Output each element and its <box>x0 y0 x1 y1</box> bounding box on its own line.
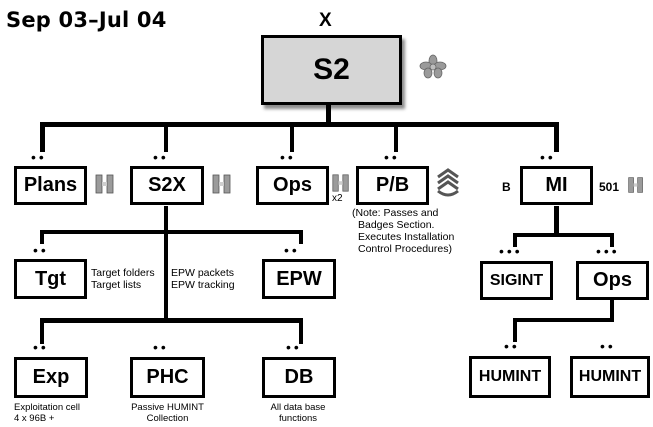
connector <box>299 318 303 344</box>
epw-dots: •• <box>284 242 300 258</box>
ops-dots: •• <box>280 149 296 165</box>
connector <box>513 318 614 322</box>
connector <box>554 206 559 236</box>
tgt-note-line: Target folders <box>91 267 155 279</box>
connector <box>164 206 168 320</box>
phc-note-line: Passive HUMINT <box>131 402 204 413</box>
connector <box>40 230 44 244</box>
s2-box[interactable]: S2 <box>261 35 402 105</box>
connector <box>40 122 559 127</box>
humint-right-dots: •• <box>600 338 616 354</box>
db-note: All data base functions <box>252 402 344 424</box>
connector <box>326 104 331 125</box>
connector <box>513 233 517 247</box>
db-dots: •• <box>286 339 302 355</box>
humint-left-box[interactable]: HUMINT <box>469 356 551 398</box>
connector <box>164 122 168 152</box>
connector <box>40 318 44 344</box>
connector <box>40 122 45 152</box>
s2x-box[interactable]: S2X <box>130 166 204 205</box>
pb-note-line: (Note: Passes and <box>352 207 439 219</box>
connector <box>513 233 614 237</box>
captain-bars-icon <box>211 173 233 200</box>
exp-note-line: Exploitation cell <box>14 402 81 413</box>
pb-note: (Note: Passes and Badges Section. Execut… <box>352 207 454 255</box>
mi-prefix: B <box>502 180 511 194</box>
mi-box[interactable]: MI <box>520 166 593 205</box>
connector <box>290 122 294 152</box>
connector <box>299 230 303 244</box>
connector <box>554 122 559 152</box>
mi-suffix: 501 <box>599 180 620 194</box>
exp-note-line: 4 x 96B + <box>14 413 55 424</box>
mi-ops-box[interactable]: Ops <box>576 261 649 300</box>
epw-box[interactable]: EPW <box>262 259 336 299</box>
echelon-mark: X <box>319 10 332 31</box>
exp-note: Exploitation cell 4 x 96B + <box>14 402 80 424</box>
pb-dots: •• <box>384 149 400 165</box>
connector <box>610 300 614 320</box>
tgt-box[interactable]: Tgt <box>14 259 87 299</box>
tgt-dots: •• <box>33 242 49 258</box>
connector <box>40 230 303 234</box>
page-title: Sep 03–Jul 04 <box>6 8 167 32</box>
exp-dots: •• <box>33 339 49 355</box>
humint-left-dots: •• <box>504 338 520 354</box>
phc-note-line: Collection <box>146 413 189 424</box>
db-note-line: All data base <box>270 402 326 413</box>
ops-multiplier: x2 <box>332 193 343 204</box>
connector <box>610 233 614 247</box>
epw-note: EPW packets EPW tracking <box>171 267 235 291</box>
sigint-dots: ••• <box>499 243 523 259</box>
exp-box[interactable]: Exp <box>14 357 88 398</box>
pb-box[interactable]: P/B <box>356 166 429 205</box>
captain-bars-icon <box>627 176 645 199</box>
humint-right-box[interactable]: HUMINT <box>570 356 650 398</box>
plans-dots: •• <box>31 149 47 165</box>
mi-ops-dots: ••• <box>596 243 620 259</box>
tgt-note-line: Target lists <box>91 279 142 291</box>
epw-note-line: EPW packets <box>171 267 235 279</box>
oak-leaf-icon <box>419 54 447 85</box>
mi-dots: •• <box>540 149 556 165</box>
connector <box>394 122 398 152</box>
captain-bars-icon <box>94 173 116 200</box>
plans-box[interactable]: Plans <box>14 166 87 205</box>
epw-note-line: EPW tracking <box>171 279 235 291</box>
db-note-line: functions <box>278 413 318 424</box>
pb-note-line: Executes Installation <box>358 231 455 243</box>
ops-box[interactable]: Ops <box>256 166 329 205</box>
phc-note: Passive HUMINT Collection <box>125 402 210 424</box>
tgt-note: Target folders Target lists <box>91 267 155 291</box>
connector <box>513 318 517 342</box>
captain-bars-icon <box>331 173 351 198</box>
phc-box[interactable]: PHC <box>130 357 205 398</box>
connector <box>40 318 303 323</box>
phc-dots: •• <box>153 339 169 355</box>
pb-note-line: Badges Section. <box>358 219 435 231</box>
pb-note-line: Control Procedures) <box>358 243 452 255</box>
sigint-box[interactable]: SIGINT <box>480 261 553 300</box>
db-box[interactable]: DB <box>262 357 336 398</box>
s2x-dots: •• <box>153 149 169 165</box>
sergeant-stripes-icon <box>436 167 460 206</box>
